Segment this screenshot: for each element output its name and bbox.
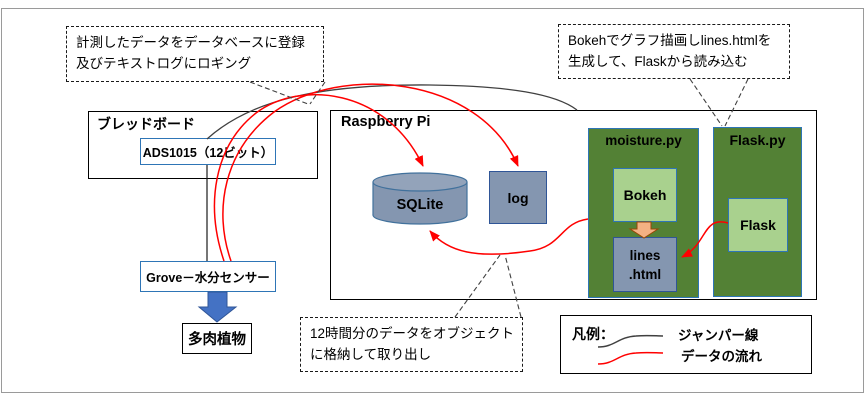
lines-html-line1: lines	[629, 247, 661, 263]
callout-12h-data: 12時間分のデータをオブジェクト に格納して取り出し	[300, 317, 523, 372]
callout-measure-line2: 及びテキストログにロギング	[76, 56, 252, 71]
canvas-border	[1, 8, 864, 393]
callout-12h-line2: に格納して取り出し	[310, 347, 432, 362]
callout-bokeh-line2: 生成して、Flaskから読み込む	[568, 54, 748, 69]
callout-measure-line1: 計測したデータをデータベースに登録	[76, 35, 305, 50]
bokeh-box: Bokeh	[613, 168, 677, 222]
callout-bokeh-line1: Bokehでグラフ描画しlines.htmlを	[568, 33, 772, 48]
legend-jumper-label: ジャンパー線	[678, 328, 759, 343]
flask-py-label: Flask.py	[729, 132, 786, 148]
callout-12h-line1: 12時間分のデータをオブジェクト	[310, 326, 515, 341]
log-box: log	[489, 171, 547, 224]
grove-sensor-box: Grove－水分センサー	[140, 261, 276, 292]
legend-dataflow-label: データの流れ	[681, 349, 762, 364]
flask-box: Flask	[728, 198, 788, 252]
succulent-plant-box: 多肉植物	[182, 323, 252, 354]
callout-bokeh-graph: Bokehでグラフ描画しlines.htmlを 生成して、Flaskから読み込む	[558, 24, 790, 79]
ads1015-box: ADS1015（12ビット）	[140, 138, 276, 165]
legend-title: 凡例：	[572, 326, 614, 342]
raspberry-pi-label: Raspberry Pi	[341, 114, 431, 130]
lines-html-line2: .html	[628, 266, 662, 282]
breadboard-label: ブレッドボード	[97, 116, 195, 132]
moisture-py-label: moisture.py	[605, 133, 682, 148]
callout-measure-logging: 計測したデータをデータベースに登録 及びテキストログにロギング	[66, 26, 324, 82]
lines-html-box: lines .html	[613, 237, 677, 292]
